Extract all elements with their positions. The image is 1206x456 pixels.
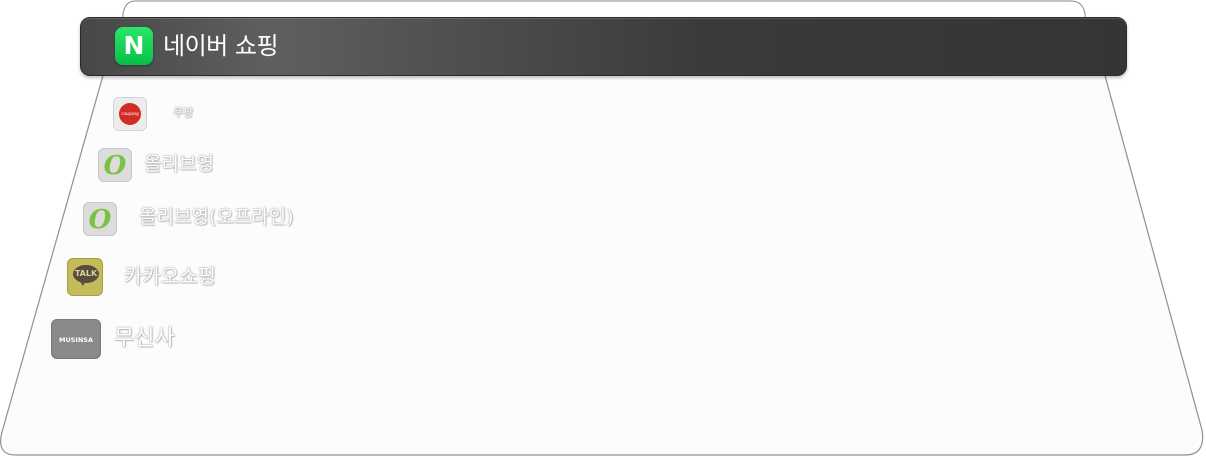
list-item-oliveyoung-offline[interactable]: O 올리브영(오프라인) xyxy=(83,201,413,237)
list-item-coupang[interactable]: coupang 쿠팡 xyxy=(113,96,343,132)
list-item-kakao-shopping[interactable]: TALK 카카오쇼핑 xyxy=(67,258,367,298)
header-title: 네이버 쇼핑 xyxy=(163,32,279,60)
oliveyoung-logo-icon: O xyxy=(98,148,132,182)
kakaotalk-logo-icon: TALK xyxy=(67,258,103,296)
talk-bubble-tail xyxy=(79,280,86,286)
panel-body xyxy=(0,71,1204,456)
list-item-oliveyoung[interactable]: O 올리브영 xyxy=(98,147,398,183)
header-bar xyxy=(80,17,1127,76)
naver-logo-icon: N xyxy=(115,27,153,65)
list-item-label: 무신사 xyxy=(114,326,175,351)
musinsa-logo-icon: MUSINSA xyxy=(51,319,101,359)
list-item-musinsa[interactable]: MUSINSA 무신사 xyxy=(51,319,301,361)
list-item-label: 카카오쇼핑 xyxy=(124,264,216,288)
oliveyoung-logo-icon: O xyxy=(83,202,117,236)
coupang-logo-icon: coupang xyxy=(113,97,147,131)
list-item-label: 올리브영(오프라인) xyxy=(139,206,294,228)
list-item-label: 쿠팡 xyxy=(173,106,194,119)
list-item-label: 올리브영 xyxy=(144,153,214,175)
